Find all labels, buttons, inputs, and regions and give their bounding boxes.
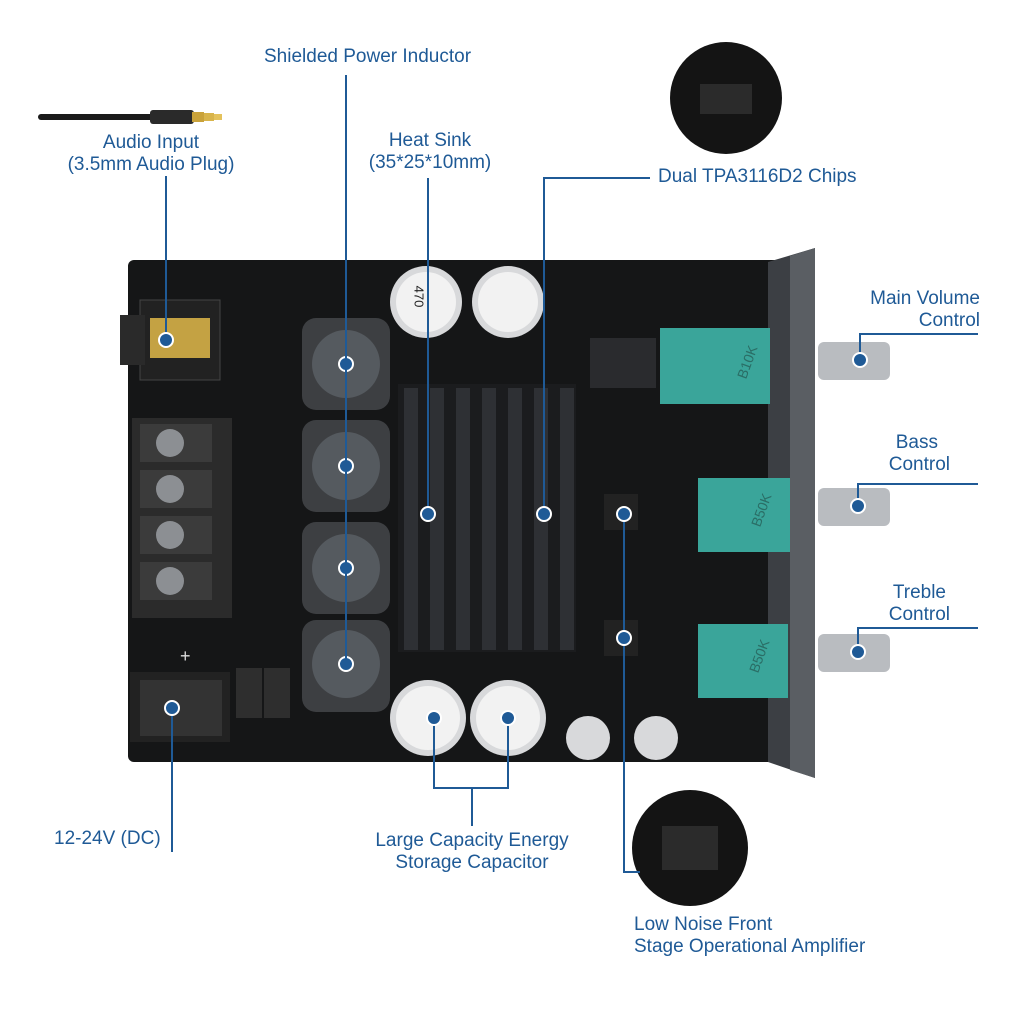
- label-bass-line1: Bass: [895, 432, 938, 453]
- label-bass-line2: Control: [888, 454, 950, 475]
- label-opamp: Low Noise Front Stage Operational Amplif…: [634, 914, 865, 958]
- callout-line-main-volume: [859, 333, 978, 360]
- label-treble: Treble Control: [820, 582, 950, 626]
- dc-power-jack: +: [130, 646, 230, 742]
- speaker-terminal-block: [132, 418, 232, 618]
- label-main-volume-line1: Main Volume: [870, 288, 980, 309]
- label-opamp-line1: Low Noise Front: [634, 914, 773, 935]
- label-power-input: 12-24V (DC): [54, 828, 161, 849]
- label-audio-input-line2: (3.5mm Audio Plug): [67, 154, 235, 175]
- label-treble-line1: Treble: [892, 582, 946, 603]
- potentiometers: [660, 328, 790, 698]
- label-dual-chips: Dual TPA3116D2 Chips: [658, 166, 857, 187]
- label-capacitor-line2: Storage Capacitor: [395, 852, 549, 873]
- tpa-chip: [590, 338, 656, 388]
- label-capacitor-line1: Large Capacity Energy: [375, 830, 569, 851]
- audio-plug-icon: [38, 110, 222, 124]
- label-heat-sink-line2: (35*25*10mm): [368, 152, 492, 173]
- svg-text:+: +: [180, 646, 191, 666]
- label-main-volume: Main Volume Control: [820, 288, 980, 332]
- label-opamp-line2: Stage Operational Amplifier: [634, 936, 866, 957]
- chip-inset-top: [670, 42, 782, 154]
- cap-value: 470: [411, 285, 427, 308]
- label-bass: Bass Control: [820, 432, 950, 476]
- label-treble-line2: Control: [888, 604, 950, 625]
- opamp-inset-bottom: [632, 790, 748, 906]
- label-audio-input-line1: Audio Input: [102, 132, 200, 153]
- label-main-volume-line2: Control: [918, 310, 980, 331]
- top-capacitors: [390, 266, 544, 338]
- cap-top-left-text: 470: [411, 285, 427, 308]
- label-shielded-power-inductor: Shielded Power Inductor: [264, 46, 472, 67]
- label-audio-input: Audio Input (3.5mm Audio Plug): [36, 132, 266, 176]
- audio-jack-component: [120, 299, 221, 381]
- callout-line-chips: [543, 177, 650, 514]
- label-heat-sink: Heat Sink (35*25*10mm): [340, 130, 520, 174]
- label-capacitor: Large Capacity Energy Storage Capacitor: [352, 830, 592, 874]
- heat-sink: [398, 384, 576, 652]
- label-heat-sink-line1: Heat Sink: [388, 130, 472, 151]
